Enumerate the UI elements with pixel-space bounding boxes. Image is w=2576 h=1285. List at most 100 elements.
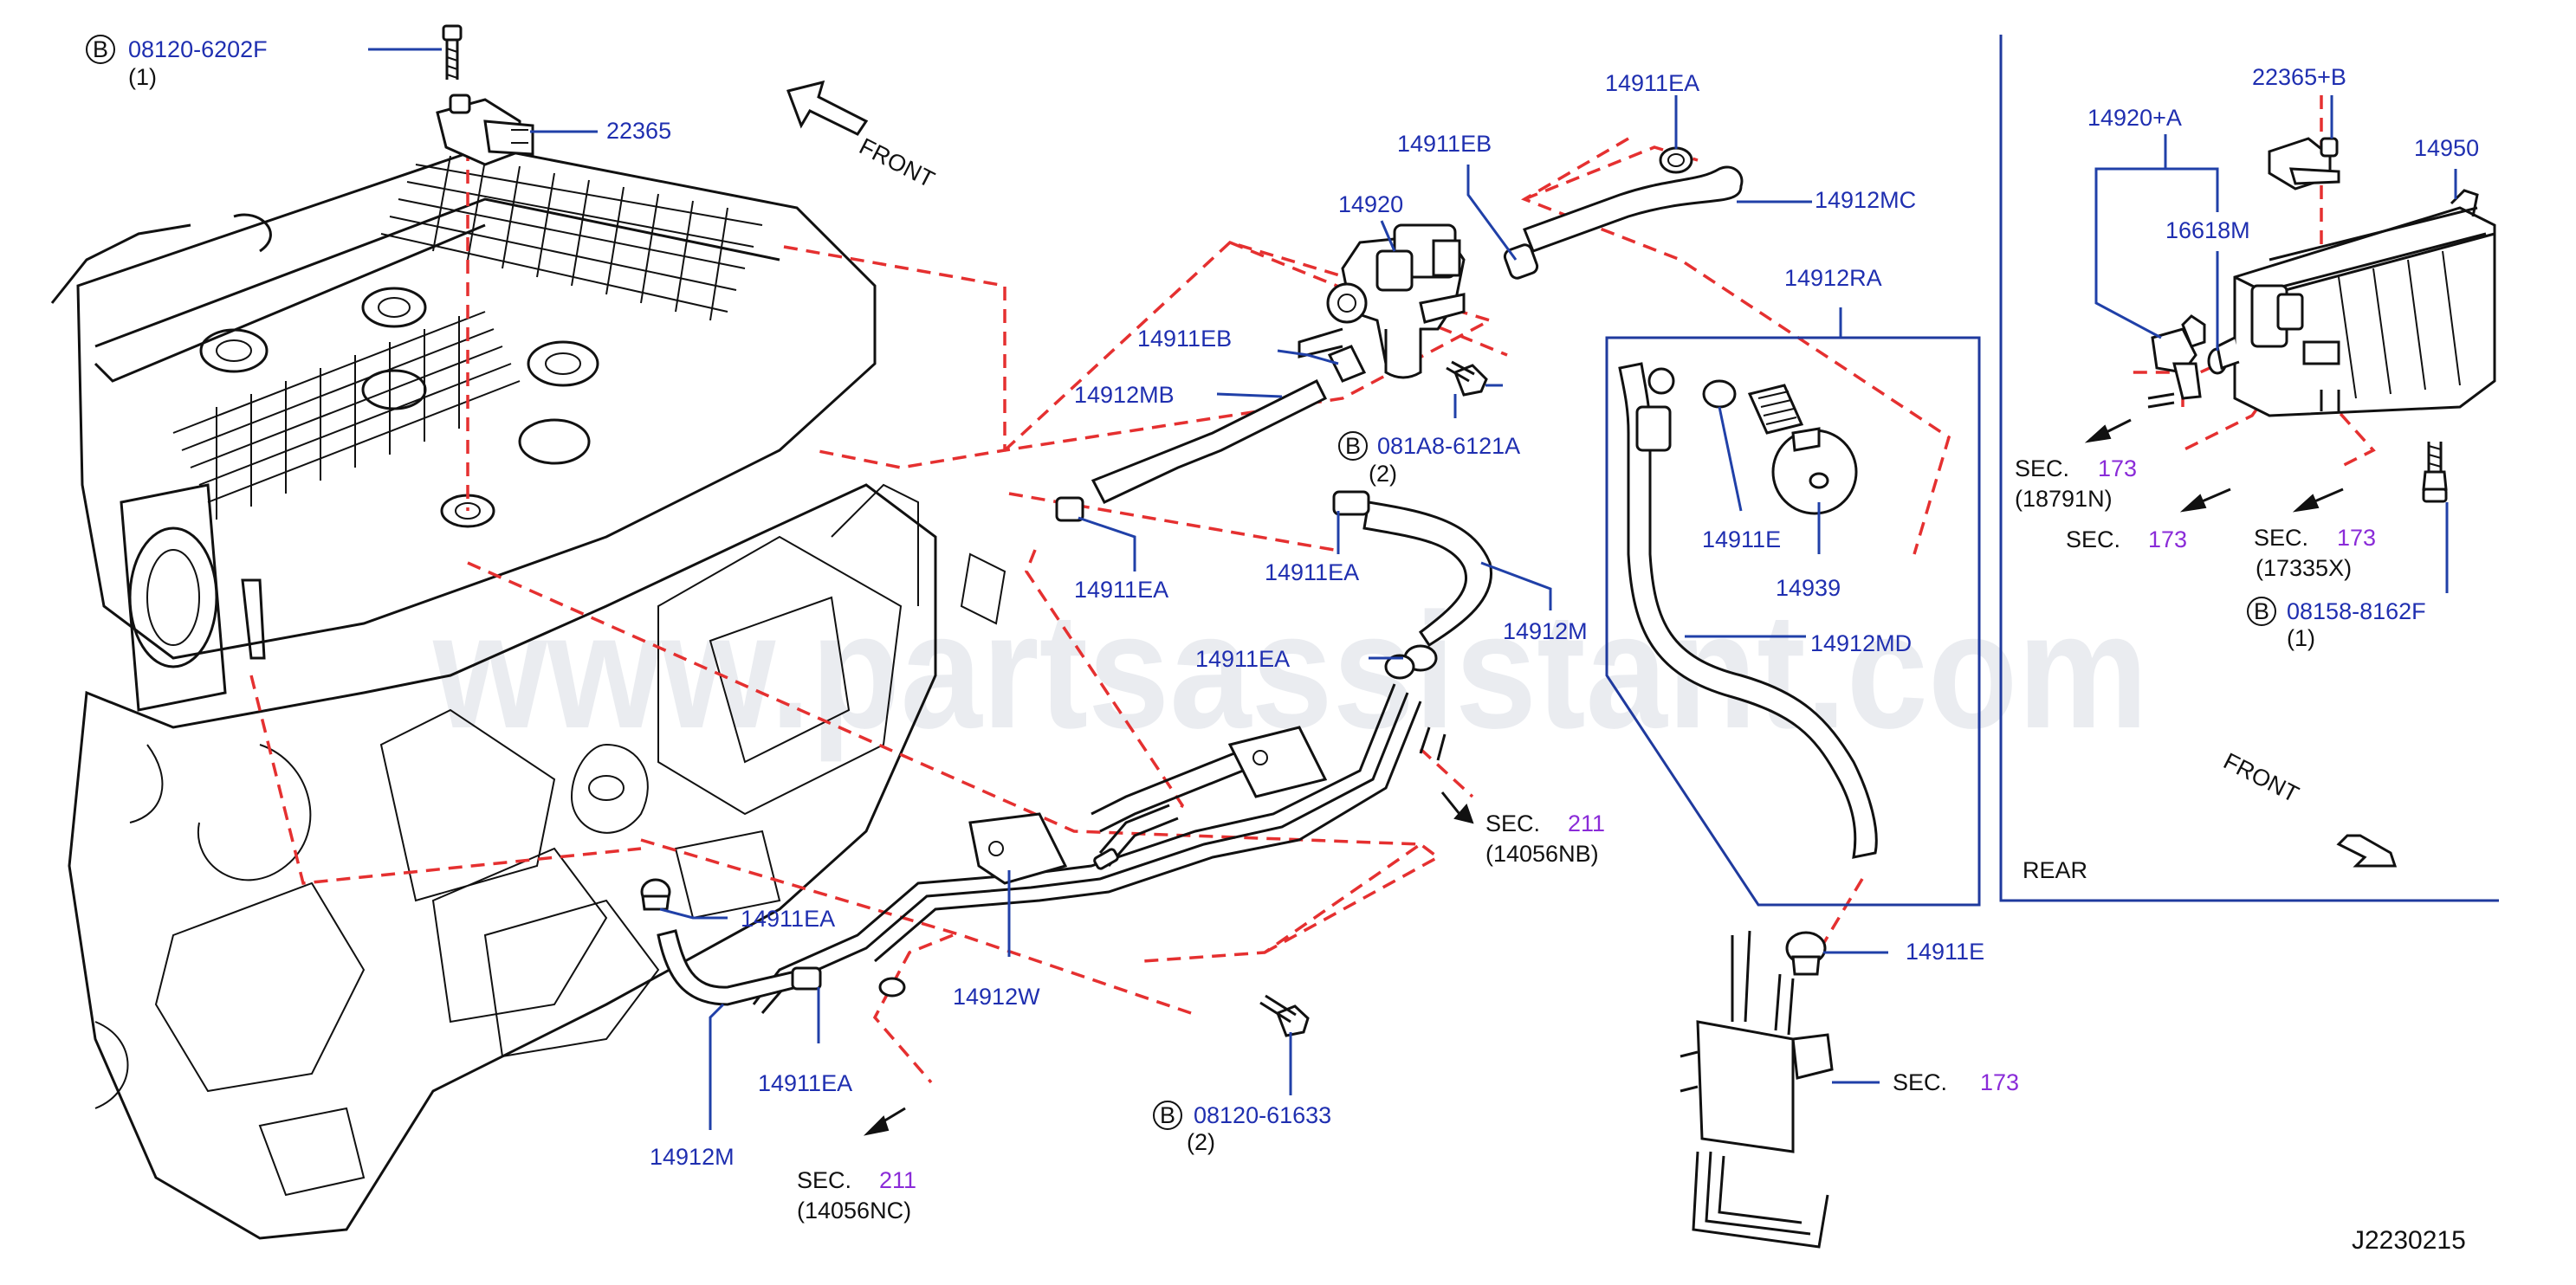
svg-text:SEC.: SEC. [797, 1167, 851, 1193]
callout-14911EB-top[interactable]: 14911EB [1397, 131, 1492, 157]
callout-14939[interactable]: 14939 [1776, 575, 1841, 601]
group-frame-14912RA [1605, 336, 1981, 907]
valve-14920A[interactable] [2147, 314, 2206, 409]
bolt-marker-08120-61633: B [1153, 1101, 1182, 1130]
front-label-inset: FRONT [2219, 748, 2302, 808]
bolt-top[interactable] [442, 24, 463, 80]
callout-08158-8162F[interactable]: 08158-8162F [2287, 598, 2426, 624]
sec-ref-211-right[interactable]: SEC. 211 (14056NB) [1485, 810, 1605, 867]
inset-panel [1999, 35, 2499, 902]
svg-text:B: B [1345, 433, 1361, 459]
svg-text:211: 211 [879, 1167, 916, 1193]
callout-14912M-bottom[interactable]: 14912M [650, 1144, 735, 1170]
purge-valve-14920[interactable] [1298, 223, 1466, 379]
callout-14912M-center[interactable]: 14912M [1503, 618, 1588, 644]
sec-arrow-inset-a [2084, 418, 2132, 443]
svg-text:SEC.: SEC. [2254, 525, 2308, 551]
bolt-marker-081A8-6121A: B [1338, 431, 1368, 461]
sec-arrow-right [1440, 791, 1474, 824]
sec-ref-173-inset-c[interactable]: SEC. 173 (17335X) [2254, 525, 2376, 581]
callout-14911EA-left[interactable]: 14911EA [1074, 577, 1168, 603]
bolt-08120-61633[interactable] [1259, 994, 1310, 1037]
callout-08120-6202F[interactable]: 08120-6202F [128, 36, 268, 62]
svg-text:(18791N): (18791N) [2015, 486, 2113, 512]
svg-text:(14056NC): (14056NC) [797, 1198, 911, 1224]
callout-14911EA-top[interactable]: 14911EA [1605, 70, 1699, 96]
clip-14911E-lower[interactable] [1785, 931, 1827, 976]
clip-14911EA-lower[interactable] [1384, 654, 1415, 680]
callout-14920[interactable]: 14920 [1338, 191, 1403, 217]
svg-text:211: 211 [1568, 810, 1605, 836]
sec-ref-173-inset-b[interactable]: SEC. 173 [2066, 526, 2187, 552]
svg-text:173: 173 [2098, 455, 2137, 481]
rear-label: REAR [2023, 857, 2087, 883]
front-label-top: FRONT [855, 133, 938, 193]
callout-08120-61633[interactable]: 08120-61633 [1194, 1102, 1331, 1128]
canister-14950[interactable] [2216, 189, 2496, 417]
callout-14911EA-bottom[interactable]: 14911EA [758, 1070, 852, 1096]
svg-text:B: B [1160, 1102, 1175, 1128]
qty-081A8-6121A: (2) [1369, 461, 1397, 487]
svg-text:173: 173 [2337, 525, 2376, 551]
callout-14912W[interactable]: 14912W [953, 984, 1040, 1010]
callout-14912MC[interactable]: 14912MC [1815, 187, 1916, 213]
qty-08158-8162F: (1) [2287, 625, 2315, 651]
callout-14911EA-center[interactable]: 14911EA [1265, 559, 1359, 585]
callout-14911EA-bottom-left[interactable]: 14911EA [741, 906, 835, 932]
clip-14911EA-left[interactable] [1055, 496, 1084, 522]
canister-bracket-sec173[interactable] [1680, 930, 1834, 1249]
bolt-081A8-6121A[interactable] [1446, 360, 1488, 397]
clip-14911EA-bottom-left[interactable] [640, 878, 671, 911]
svg-text:SEC.: SEC. [2015, 455, 2069, 481]
callout-22365B[interactable]: 22365+B [2252, 64, 2346, 90]
callout-081A8-6121A[interactable]: 081A8-6121A [1377, 433, 1520, 459]
callout-14911E-lower[interactable]: 14911E [1906, 939, 1984, 965]
bolt-marker-08158-8162F: B [2247, 597, 2276, 626]
leader-lines [368, 48, 2457, 1130]
pipe-14912W[interactable] [752, 683, 1447, 1014]
callout-14950[interactable]: 14950 [2414, 135, 2479, 161]
connection-dashes [249, 95, 2376, 1084]
bolt-08158-8162F[interactable] [2422, 442, 2448, 503]
svg-text:(17335X): (17335X) [2256, 555, 2352, 581]
sensor-22365[interactable] [436, 94, 534, 166]
callout-14912MB[interactable]: 14912MB [1074, 382, 1175, 408]
clip-14911EA-top[interactable] [1659, 146, 1693, 174]
svg-text:(14056NB): (14056NB) [1485, 841, 1599, 867]
svg-text:173: 173 [2148, 526, 2187, 552]
sec-arrow-bottom [863, 1107, 906, 1136]
qty-08120-6202F: (1) [128, 64, 157, 90]
svg-text:SEC.: SEC. [1485, 810, 1540, 836]
callout-16618M[interactable]: 16618M [2165, 217, 2250, 243]
sec-ref-211-bottom[interactable]: SEC. 211 (14056NC) [797, 1167, 916, 1224]
svg-text:SEC.: SEC. [1893, 1069, 1947, 1095]
valve-14939[interactable] [1747, 384, 1858, 515]
sec-arrow-inset-c [2292, 488, 2344, 513]
callout-14911E-inner[interactable]: 14911E [1702, 526, 1781, 552]
front-arrow-top: FRONT [786, 80, 939, 193]
sec-ref-173-canister[interactable]: SEC. 173 [1893, 1069, 2019, 1095]
hose-14912M-bottom[interactable] [657, 929, 822, 1006]
clip-14911E-inner[interactable] [1702, 379, 1737, 409]
sensor-22365B[interactable] [2268, 137, 2340, 190]
figure-code: J2230215 [2352, 1226, 2466, 1255]
callout-14912MD[interactable]: 14912MD [1810, 630, 1912, 656]
svg-text:SEC.: SEC. [2066, 526, 2120, 552]
sec-arrow-inset-b [2179, 488, 2231, 513]
hose-14912MD[interactable] [1618, 362, 1878, 859]
callout-14912RA[interactable]: 14912RA [1784, 265, 1882, 291]
qty-08120-61633: (2) [1187, 1129, 1215, 1155]
callout-14920A[interactable]: 14920+A [2087, 105, 2182, 131]
bolt-marker-08120-6202F: B [86, 35, 115, 64]
svg-text:B: B [2254, 598, 2269, 624]
callout-14911EA-lower[interactable]: 14911EA [1195, 646, 1290, 672]
engine-assembly [50, 145, 1006, 1240]
hose-14912MC[interactable] [1503, 165, 1744, 280]
callout-14911EB-mid[interactable]: 14911EB [1137, 326, 1232, 352]
front-arrow-inset: FRONT [2219, 748, 2398, 868]
svg-text:B: B [93, 36, 108, 62]
callout-22365[interactable]: 22365 [606, 118, 671, 144]
hose-14912MB[interactable] [1091, 345, 1367, 504]
sec-ref-173-inset-a[interactable]: SEC. 173 (18791N) [2015, 455, 2137, 512]
